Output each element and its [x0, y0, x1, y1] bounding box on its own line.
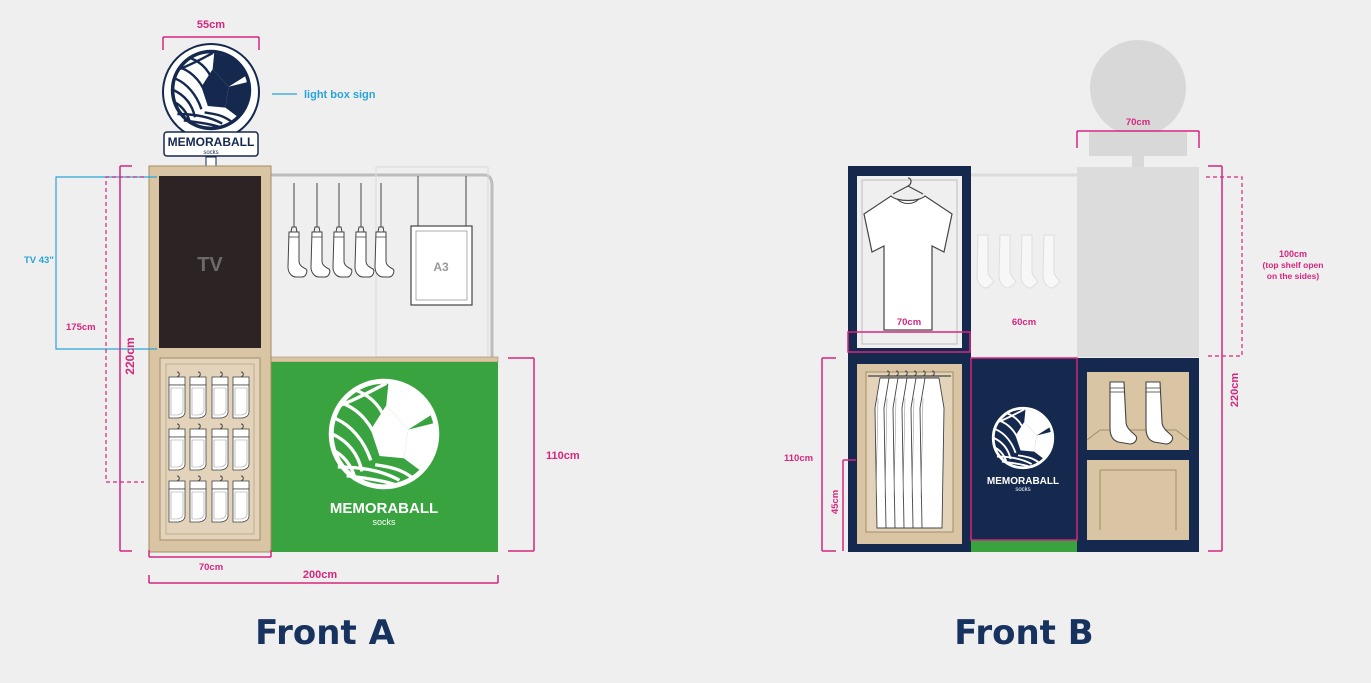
sock-pack-icon: [168, 423, 186, 471]
dim-sign-width: 55cm: [162, 19, 260, 50]
dim-total-width: 200cm: [148, 569, 499, 584]
sock-icon: [354, 182, 375, 278]
front-b-middle-panel: MEMORABALL socks: [971, 358, 1077, 552]
sign-brand-sub: socks: [203, 150, 218, 156]
hanging-shirts: [874, 370, 945, 529]
sock-icon: [310, 182, 331, 278]
dim-label-cabinet-width: 70cm: [199, 562, 223, 573]
front-a-cabinet: TV: [148, 165, 272, 553]
callout-tv: TV 43": [24, 255, 54, 266]
dim-total-height-b: 220cm: [1208, 165, 1241, 552]
dim-label-total-width: 200cm: [303, 569, 337, 581]
tshirt-icon: [863, 177, 953, 331]
counter-brand-name: MEMORABALL: [330, 500, 438, 517]
dim-label-mid-width-b: 60cm: [1012, 317, 1036, 328]
dim-total-height-a: 220cm: [119, 165, 137, 552]
callout-light-box-sign: light box sign: [304, 89, 376, 101]
sock-pack-icon: [232, 423, 250, 471]
front-a-elevation: 55cm MEMORABALL socks light box sign: [24, 19, 580, 653]
ghost-side-unit: [1077, 40, 1199, 357]
dim-lower-height-b: 45cm: [830, 459, 856, 551]
sock-pack-icon: [168, 371, 186, 419]
front-b-tower: [848, 166, 971, 552]
sock-pack-icon: [211, 475, 229, 523]
dim-label-sign-width: 55cm: [197, 19, 225, 31]
dim-label-total-height-b: 220cm: [1229, 373, 1241, 407]
sock-pack-icon: [189, 423, 207, 471]
a3-frame-label: A3: [433, 260, 449, 274]
front-a-counter: MEMORABALL socks: [269, 356, 499, 552]
dim-top-width-b: 70cm: [1076, 117, 1200, 148]
sock-rail: A3: [270, 166, 494, 358]
dim-label-left-width-b: 70cm: [897, 317, 921, 328]
sock-pack-icon: [232, 371, 250, 419]
sock-pack-icon: [189, 371, 207, 419]
dim-note-top-shelf-1: (top shelf open: [1263, 260, 1324, 270]
dim-cabinet-width: 70cm: [148, 550, 272, 573]
sock-pack-icon: [232, 475, 250, 523]
dim-top-shelf: 100cm (top shelf open on the sides): [1206, 176, 1324, 357]
dim-counter-height-a: 110cm: [508, 357, 580, 552]
front-b-title: Front B: [954, 613, 1093, 653]
sock-icon: [374, 182, 395, 278]
sock-pack-icon: [168, 475, 186, 523]
dim-label-lower-height-b: 45cm: [830, 490, 841, 514]
sock-pack-icon: [189, 475, 207, 523]
tv-callout: TV 43" 175cm: [24, 176, 157, 350]
light-box-sign: MEMORABALL socks: [162, 43, 260, 167]
dim-label-top-width-b: 70cm: [1126, 117, 1150, 128]
dim-note-top-shelf-2: on the sides): [1267, 271, 1320, 281]
sock-icon: [332, 182, 353, 278]
sock-pack-icon: [211, 423, 229, 471]
dim-label-counter-height-b: 110cm: [784, 453, 813, 464]
front-a-title: Front A: [255, 613, 395, 653]
sign-brand-name: MEMORABALL: [168, 135, 255, 149]
shirt-icon: [919, 370, 945, 529]
counter-brand-sub: socks: [372, 517, 396, 527]
ghost-sock-rail: [971, 173, 1077, 289]
sock-pack-icon: [211, 371, 229, 419]
tv-label: TV: [197, 254, 223, 276]
dim-label-total-height-a: 220cm: [123, 337, 137, 374]
knee-socks-icon: [1109, 381, 1174, 445]
front-b-right-cabinet: [1077, 358, 1199, 552]
dim-counter-height-b: 110cm: [784, 357, 836, 552]
panel-brand-name: MEMORABALL: [987, 476, 1059, 487]
dim-label-tv-height: 175cm: [66, 322, 96, 333]
panel-brand-sub: socks: [1015, 487, 1030, 493]
sock-icon: [287, 182, 308, 278]
dim-label-counter-height-a: 110cm: [546, 450, 580, 462]
front-b-elevation: MEMORABALL socks: [784, 40, 1323, 653]
dim-label-top-shelf: 100cm: [1279, 249, 1307, 259]
